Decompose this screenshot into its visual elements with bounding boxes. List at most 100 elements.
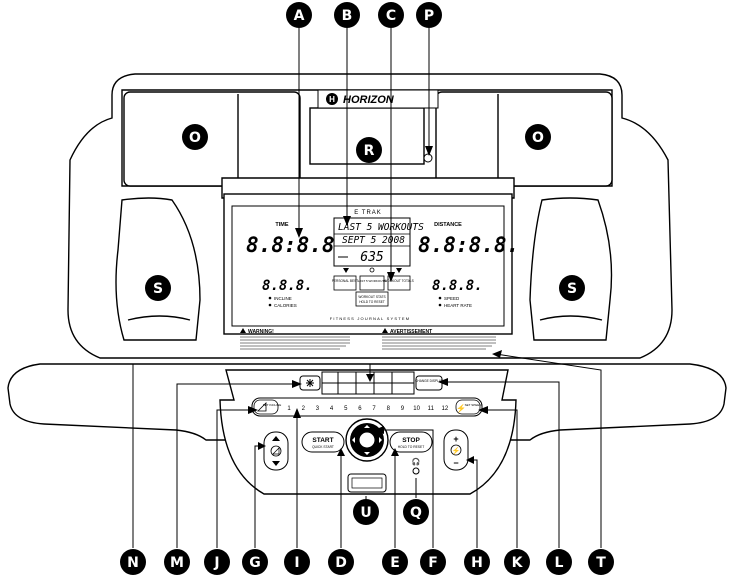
- time-label: TIME: [275, 222, 288, 228]
- display-panel: E TRAK TIME 8.8:8.8. 8.8.8. INCLINE CALO…: [231, 205, 519, 327]
- speed-toggle[interactable]: + ⚡ −: [443, 429, 469, 471]
- accessory-slot: [347, 473, 387, 493]
- callout-u-badge: [353, 499, 379, 525]
- callout-u-label: U: [360, 505, 371, 521]
- callout-s-badge: [145, 275, 171, 301]
- svg-text:SET INCLINE: SET INCLINE: [263, 403, 281, 407]
- incline-down-icon: [272, 461, 280, 466]
- personal-best-button[interactable]: PERSONAL BEST: [332, 275, 359, 291]
- quick-key-12[interactable]: 12: [442, 406, 449, 412]
- plus-icon: +: [453, 434, 458, 444]
- callout-s-badge: [559, 275, 585, 301]
- callout-c-badge: [378, 2, 404, 28]
- callout-l-badge: [546, 549, 572, 575]
- distance-label: DISTANCE: [434, 222, 462, 228]
- quick-key-11[interactable]: 11: [428, 406, 435, 412]
- incline-legend: INCLINE: [274, 296, 292, 301]
- callout-i-badge: [284, 549, 310, 575]
- quick-key-3[interactable]: 3: [316, 406, 320, 412]
- svg-text:HOLD TO RESET: HOLD TO RESET: [398, 445, 424, 449]
- minus-icon: −: [453, 458, 458, 468]
- callout-o-label: O: [189, 130, 201, 146]
- callout-b-badge: [334, 2, 360, 28]
- incline-toggle-icon: [272, 447, 280, 455]
- svg-text:WORKOUT STATS: WORKOUT STATS: [358, 295, 385, 299]
- callout-m-badge: [164, 549, 190, 575]
- fan-icon: [306, 379, 314, 387]
- callout-g-label: G: [249, 555, 261, 571]
- runner-icon: ⚡: [456, 403, 466, 413]
- avertissement-label: AVERTISSEMENT: [390, 329, 432, 335]
- quick-key-9[interactable]: 9: [401, 406, 405, 412]
- sensor-port: [423, 153, 433, 163]
- warning-label: WARNING!: [248, 329, 274, 335]
- set-incline-button[interactable]: SET INCLINE: [253, 399, 281, 415]
- svg-text:STOP: STOP: [402, 437, 420, 444]
- callout-f-badge: [420, 549, 446, 575]
- quick-key-5[interactable]: 5: [344, 406, 348, 412]
- callout-h-badge: [464, 549, 490, 575]
- callout-o-badge: [182, 124, 208, 150]
- callout-b-label: B: [342, 8, 353, 24]
- time-readout: 8.8:8.8.: [246, 233, 347, 257]
- start-button[interactable]: START QUICK START: [301, 431, 345, 453]
- workout-stats-button[interactable]: WORKOUT STATS HOLD TO RESET: [355, 291, 389, 307]
- headphone-jack: 🎧: [412, 457, 421, 475]
- quick-key-10[interactable]: 10: [413, 406, 420, 412]
- speed-toggle-icon: ⚡: [452, 446, 461, 455]
- quick-key-2[interactable]: 2: [302, 406, 306, 412]
- quick-key-7[interactable]: 7: [372, 406, 376, 412]
- fan-vent: [321, 371, 415, 395]
- callout-a-badge: [286, 2, 312, 28]
- etrak-label: E TRAK: [354, 210, 382, 216]
- quick-key-1[interactable]: 1: [287, 406, 291, 412]
- svg-text:CHANGE DISPLAY: CHANGE DISPLAY: [415, 379, 444, 383]
- incline-toggle[interactable]: [263, 431, 289, 471]
- brand-symbol: H: [329, 95, 335, 104]
- callout-l-label: L: [555, 555, 564, 571]
- brand-logo: H HORIZON: [317, 89, 439, 109]
- dial-right-icon: [379, 437, 382, 443]
- quick-key-8[interactable]: 8: [387, 406, 391, 412]
- svg-text:PERSONAL BEST: PERSONAL BEST: [332, 279, 359, 283]
- callout-f-label: F: [428, 555, 438, 571]
- navigation-dial[interactable]: [345, 418, 389, 462]
- callout-s-label: S: [153, 281, 163, 297]
- callout-p-badge: [416, 2, 442, 28]
- callout-q-label: Q: [410, 505, 422, 521]
- stop-button[interactable]: STOP HOLD TO RESET: [389, 431, 433, 453]
- incline-icon: [257, 402, 267, 412]
- callout-h-label: H: [471, 555, 483, 571]
- callout-n-badge: [120, 549, 146, 575]
- callout-m-label: M: [170, 555, 184, 571]
- dial-left-icon: [352, 437, 355, 443]
- incline-up-icon: [272, 436, 280, 441]
- callout-d-badge: [328, 549, 354, 575]
- callout-n-label: N: [127, 555, 139, 571]
- lcd-line-2: SEPT 5 2008: [342, 235, 405, 246]
- callout-j-label: J: [213, 555, 219, 571]
- quick-key-6[interactable]: 6: [358, 406, 362, 412]
- callout-p-label: P: [424, 8, 434, 24]
- heart-rate-legend: HEART RATE: [444, 303, 472, 308]
- callout-t-badge: [588, 549, 614, 575]
- callout-a-label: A: [294, 8, 305, 24]
- quick-key-4[interactable]: 4: [330, 406, 334, 412]
- set-speed-button[interactable]: ⚡ SET SPEED: [455, 399, 482, 415]
- brand-name: HORIZON: [343, 94, 395, 106]
- lcd-line-1: LAST 5 WORKOUTS: [338, 222, 424, 233]
- change-display-button[interactable]: CHANGE DISPLAY: [415, 375, 444, 391]
- leader-lines: [132, 28, 602, 548]
- svg-text:QUICK START: QUICK START: [312, 445, 334, 449]
- last-5-workouts-button[interactable]: LAST 5 WORKOUTS: [358, 275, 386, 291]
- dial-up-icon: [364, 425, 370, 428]
- callout-i-label: I: [294, 555, 299, 571]
- svg-text:HOLD TO RESET: HOLD TO RESET: [359, 300, 385, 304]
- workout-totals-button[interactable]: WORKOUT TOTALS: [384, 275, 414, 291]
- warning-labels: WARNING! AVERTISSEMENT: [240, 328, 496, 350]
- callout-c-label: C: [386, 8, 396, 24]
- fan-button[interactable]: [299, 375, 321, 391]
